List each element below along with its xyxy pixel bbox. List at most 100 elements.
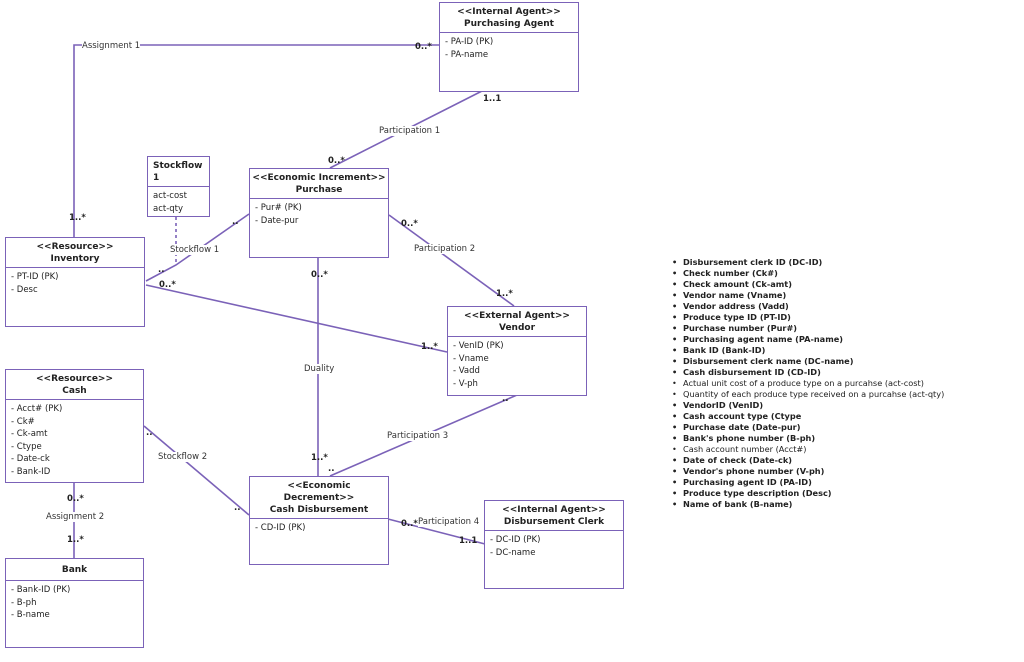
legend-item: Check number (Ck#)	[672, 268, 944, 279]
multiplicity: 1..*	[311, 453, 328, 463]
attribute: - Date-ck	[11, 454, 50, 464]
class-stockflow1[interactable]: Stockflow 1 act-cost act-qty	[147, 156, 210, 217]
class-name: Purchasing Agent	[464, 19, 554, 29]
legend-item: Disbursement clerk ID (DC-ID)	[672, 257, 944, 268]
participation1-label: Participation 1	[379, 126, 441, 136]
legend-item: Vendor's phone number (V-ph)	[672, 466, 944, 477]
class-name: Inventory	[50, 254, 100, 264]
assignment2-label: Assignment 2	[46, 512, 105, 522]
multiplicity: 0..*	[328, 156, 345, 166]
legend-item: Vendor name (Vname)	[672, 290, 944, 301]
stereotype-label: <<Resource>>	[35, 374, 114, 384]
attribute: - DC-ID (PK)	[490, 535, 541, 545]
multiplicity: 0..*	[401, 519, 418, 529]
attribute-list: - Pur# (PK) - Date-pur	[250, 199, 388, 227]
attribute: - B-ph	[11, 597, 37, 608]
multiplicity: 1..1	[483, 94, 502, 104]
attribute: - DC-name	[490, 547, 536, 558]
attribute: - Ck#	[11, 416, 35, 427]
stockflow2-line	[143, 425, 250, 516]
stockflow1-line	[145, 213, 250, 282]
class-name: Cash	[62, 386, 87, 396]
multiplicity: ..	[232, 217, 239, 227]
class-header: Bank	[6, 559, 143, 581]
legend-item: Produce type description (Desc)	[672, 488, 944, 499]
class-name: Disbursement Clerk	[503, 517, 605, 527]
attribute-list: - VenID (PK) - Vname - Vadd - V-ph	[448, 337, 586, 390]
attribute: - Bank-ID (PK)	[11, 585, 71, 595]
legend-item: Vendor address (Vadd)	[672, 301, 944, 312]
multiplicity: ..	[502, 394, 509, 404]
legend-item: Purchase date (Date-pur)	[672, 422, 944, 433]
legend-item: Date of check (Date-ck)	[672, 455, 944, 466]
multiplicity: 0..*	[415, 42, 432, 52]
multiplicity: ..	[158, 265, 165, 275]
participation4-line	[387, 518, 486, 545]
class-cash-disbursement[interactable]: <<Economic Decrement>> Cash Disbursement…	[249, 476, 389, 565]
stereotype-label: <<Economic Increment>>	[252, 173, 386, 183]
attribute: act-cost	[153, 191, 187, 201]
legend-item: Cash account number (Acct#)	[672, 444, 944, 455]
class-name: Vendor	[498, 323, 536, 333]
attribute-list: - PA-ID (PK) - PA-name	[440, 33, 578, 61]
multiplicity: 1..*	[421, 342, 438, 352]
attribute-list: - Acct# (PK) - Ck# - Ck-amt - Ctype - Da…	[6, 400, 143, 478]
class-name: Purchase	[295, 185, 343, 195]
class-purchasing-agent[interactable]: <<Internal Agent>> Purchasing Agent - PA…	[439, 2, 579, 92]
participation2-label: Participation 2	[414, 244, 476, 254]
attribute: - Pur# (PK)	[255, 203, 302, 213]
inventory-vendor-line	[145, 284, 448, 353]
attribute: - Ck-amt	[11, 429, 48, 439]
attribute: - CD-ID (PK)	[255, 523, 306, 533]
legend-item: Produce type ID (PT-ID)	[672, 312, 944, 323]
attribute: - PT-ID (PK)	[11, 272, 59, 282]
class-header: Stockflow 1	[148, 157, 209, 187]
class-vendor[interactable]: <<External Agent>> Vendor - VenID (PK) -…	[447, 306, 587, 396]
attribute: - VenID (PK)	[453, 341, 504, 351]
multiplicity: 1..*	[496, 289, 513, 299]
multiplicity: 1..*	[69, 213, 86, 223]
legend-item: Cash account type (Ctype	[672, 411, 944, 422]
participation2-line	[388, 214, 515, 307]
duality-label: Duality	[304, 364, 335, 374]
assignment1-label: Assignment 1	[82, 41, 141, 51]
class-header: <<Internal Agent>> Purchasing Agent	[440, 3, 578, 33]
class-inventory[interactable]: <<Resource>> Inventory - PT-ID (PK) - De…	[5, 237, 145, 327]
attribute-list: - DC-ID (PK) - DC-name	[485, 531, 623, 559]
stereotype-label: <<Internal Agent>>	[502, 505, 606, 515]
class-header: <<Internal Agent>> Disbursement Clerk	[485, 501, 623, 531]
attribute-list: - CD-ID (PK)	[250, 519, 388, 535]
attribute-list: act-cost act-qty	[148, 187, 209, 215]
legend-item: Cash disbursement ID (CD-ID)	[672, 367, 944, 378]
attribute: - Desc	[11, 284, 38, 295]
attribute: - Vadd	[453, 366, 480, 376]
attribute: - Bank-ID	[11, 466, 51, 477]
legend-item: VendorID (VenID)	[672, 400, 944, 411]
multiplicity: ..	[328, 464, 335, 474]
attribute: - Vname	[453, 353, 489, 364]
attribute: - B-name	[11, 610, 50, 620]
attribute: - Date-pur	[255, 215, 299, 226]
multiplicity: ..	[234, 503, 241, 513]
multiplicity: 0..*	[401, 219, 418, 229]
participation3-label: Participation 3	[387, 431, 449, 441]
multiplicity: ..	[146, 428, 153, 438]
legend-item: Purchasing agent name (PA-name)	[672, 334, 944, 345]
class-header: <<Economic Increment>> Purchase	[250, 169, 388, 199]
legend-item: Check amount (Ck-amt)	[672, 279, 944, 290]
multiplicity: 1..*	[67, 535, 84, 545]
legend-item: Quantity of each produce type received o…	[672, 389, 944, 400]
class-bank[interactable]: Bank - Bank-ID (PK) - B-ph - B-name	[5, 558, 144, 648]
class-header: <<Economic Decrement>> Cash Disbursement	[250, 477, 388, 519]
class-header: <<Resource>> Inventory	[6, 238, 144, 268]
class-purchase[interactable]: <<Economic Increment>> Purchase - Pur# (…	[249, 168, 389, 258]
legend-item: Disbursement clerk name (DC-name)	[672, 356, 944, 367]
attribute: - V-ph	[453, 378, 478, 389]
class-disbursement-clerk[interactable]: <<Internal Agent>> Disbursement Clerk - …	[484, 500, 624, 589]
stereotype-label: <<Economic Decrement>>	[283, 481, 355, 503]
class-header: <<Resource>> Cash	[6, 370, 143, 400]
multiplicity: 0..*	[311, 270, 328, 280]
legend-item: Purchase number (Pur#)	[672, 323, 944, 334]
class-cash[interactable]: <<Resource>> Cash - Acct# (PK) - Ck# - C…	[5, 369, 144, 483]
